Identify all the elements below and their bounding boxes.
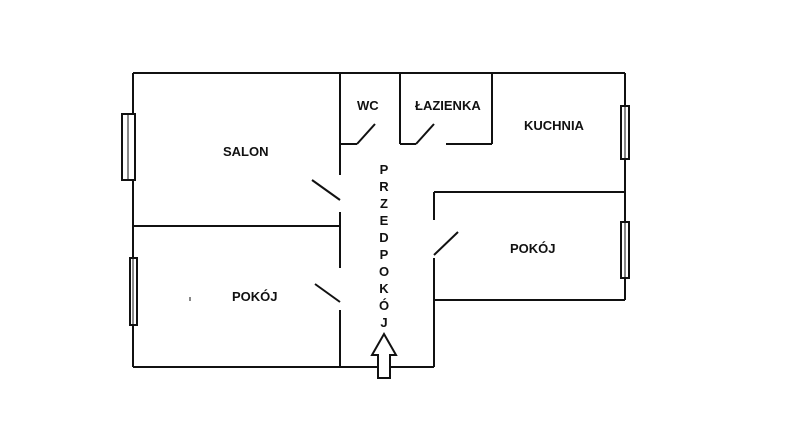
- hallway-letter: E: [380, 213, 389, 228]
- hallway-letter: P: [380, 162, 389, 177]
- hallway-letter: D: [379, 230, 388, 245]
- up-arrow-icon: [370, 331, 398, 379]
- hallway-letter: Z: [380, 196, 388, 211]
- door-lazienka: [415, 123, 435, 145]
- hallway-letter: R: [379, 179, 389, 194]
- hallway-letter: J: [380, 315, 387, 330]
- doors: [311, 123, 459, 303]
- interior-walls: [133, 73, 625, 367]
- hallway-letter: O: [379, 264, 389, 279]
- room-label-wc: WC: [357, 98, 379, 113]
- hallway-letter: P: [380, 247, 389, 262]
- door-wc: [356, 123, 376, 145]
- door-pokoj-right: [433, 231, 459, 256]
- door-salon: [311, 179, 341, 201]
- door-pokoj-left: [314, 283, 341, 303]
- windows: [121, 105, 630, 326]
- room-label-lazienka: ŁAZIENKA: [415, 98, 481, 113]
- room-label-pokoj-left: POKÓJ: [232, 289, 278, 304]
- room-label-salon: SALON: [223, 144, 269, 159]
- room-label-pokoj-right: POKÓJ: [510, 241, 556, 256]
- hallway-letter: Ó: [379, 298, 389, 313]
- hallway-letter: K: [379, 281, 389, 296]
- room-label-kuchnia: KUCHNIA: [524, 118, 585, 133]
